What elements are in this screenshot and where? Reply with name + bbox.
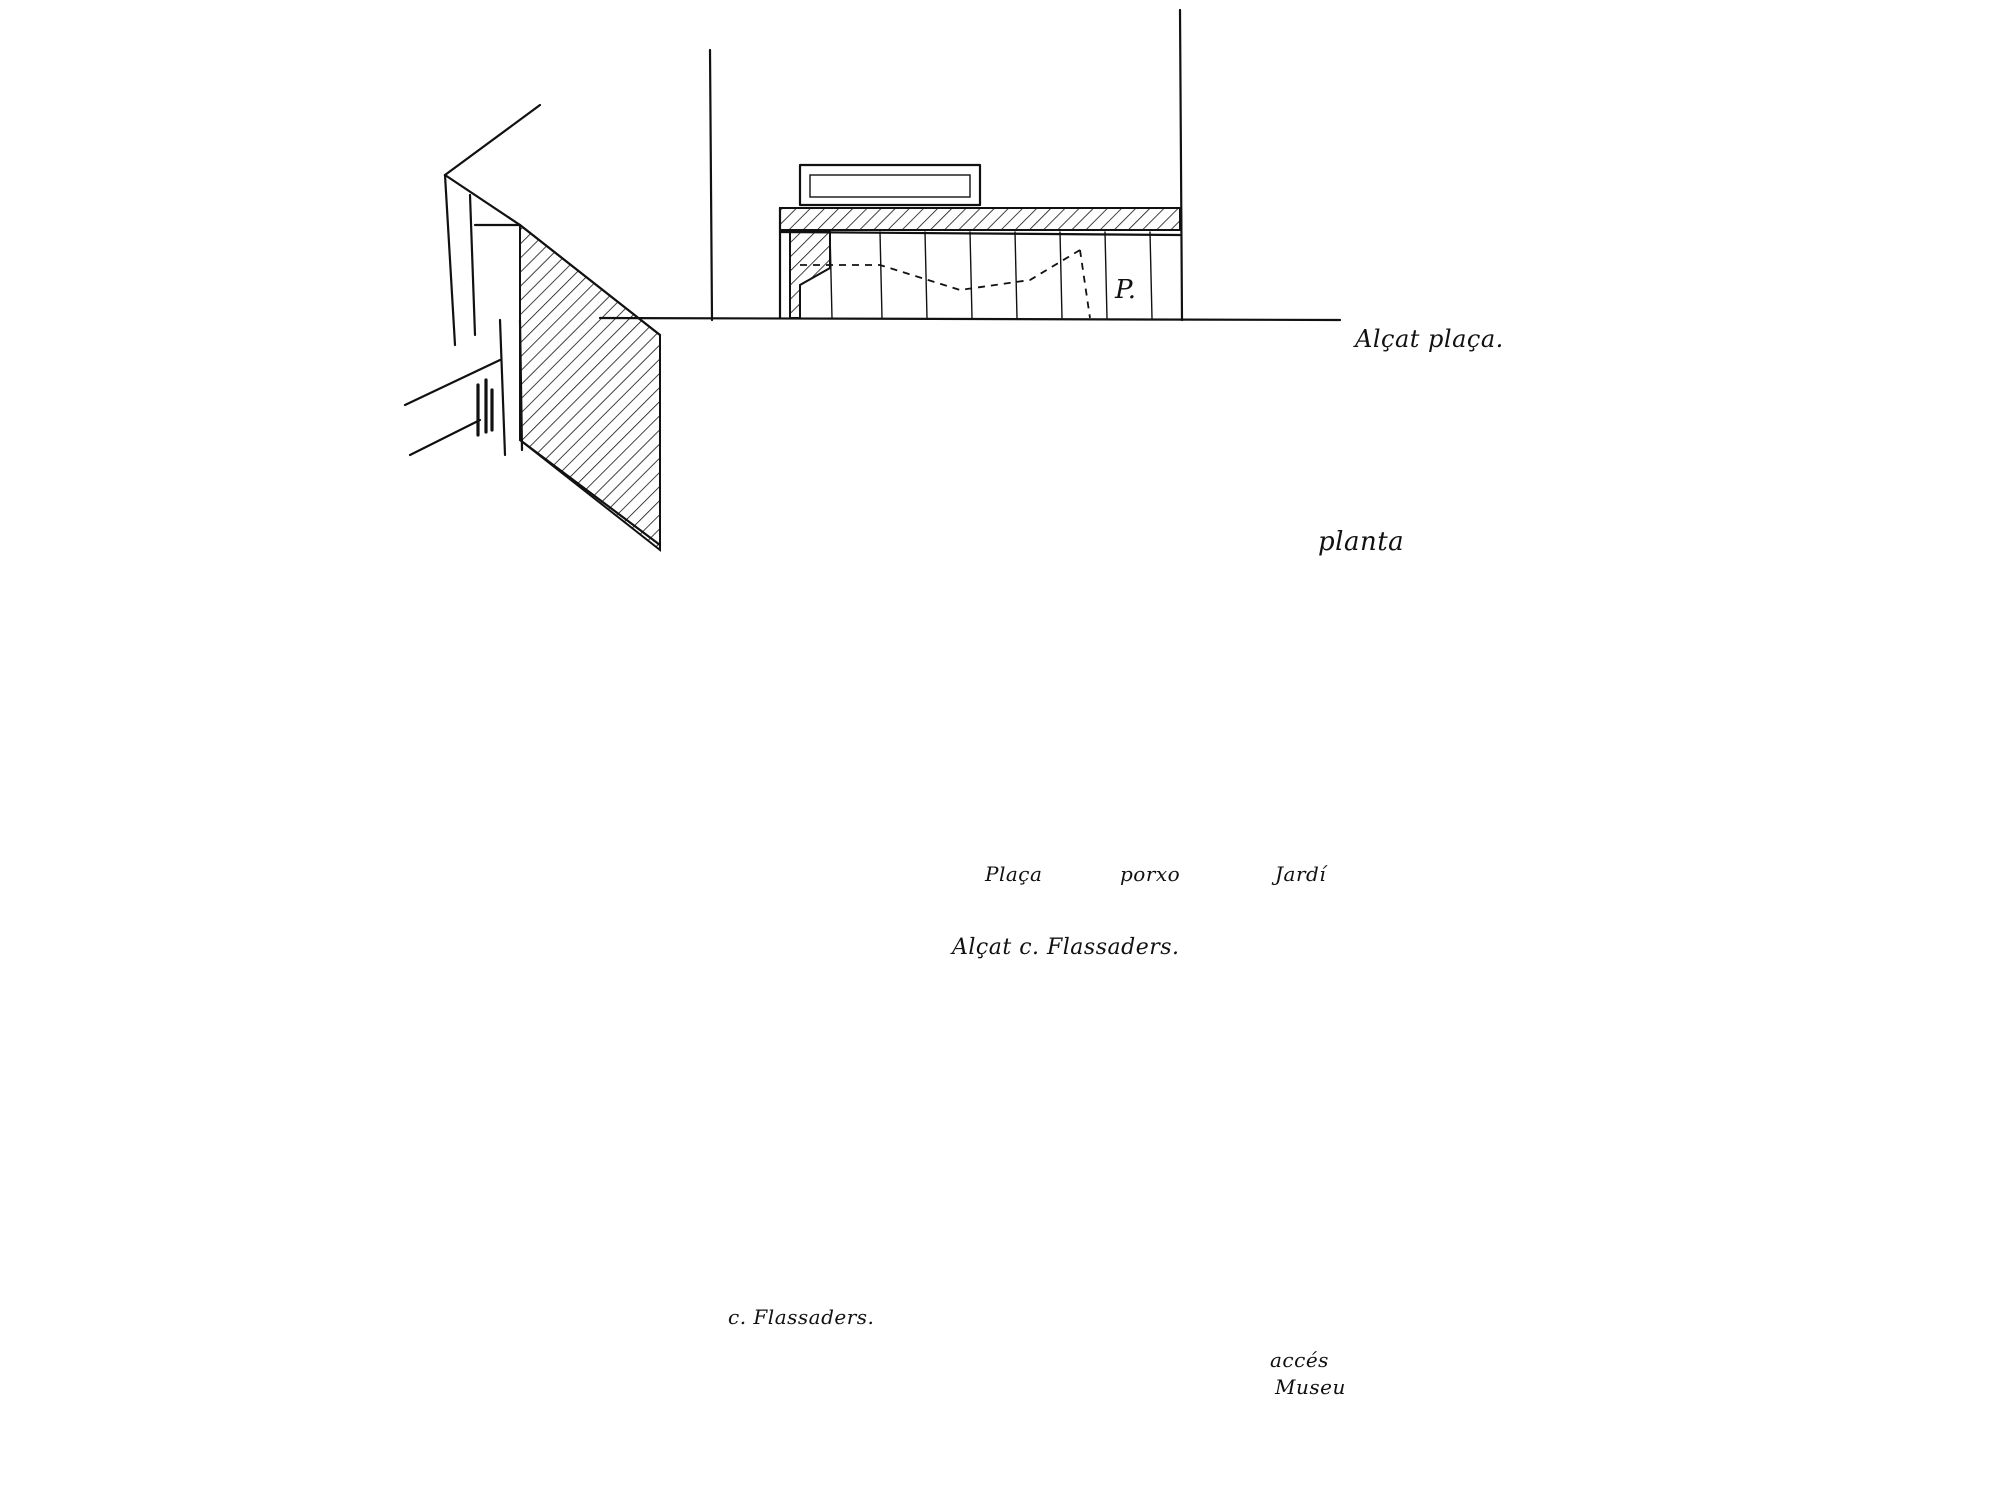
label-porxo: porxo [1120,862,1181,886]
label-jardi: Jardí [1275,862,1327,886]
label-museum: Museu [1275,1375,1346,1399]
label-p-mark: P. [1115,275,1137,305]
label-c-flassaders: c. Flassaders. [728,1305,875,1329]
label-access: accés [1270,1348,1329,1372]
label-plaza: Plaça [985,862,1043,886]
perspective-corner-sketch [403,103,662,553]
label-planta: planta [1318,527,1405,557]
elevation-plaza [598,8,1342,322]
label-elevation-plaza: Alçat plaça. [1355,325,1504,353]
label-elevation-flassaders: Alçat c. Flassaders. [952,935,1180,960]
